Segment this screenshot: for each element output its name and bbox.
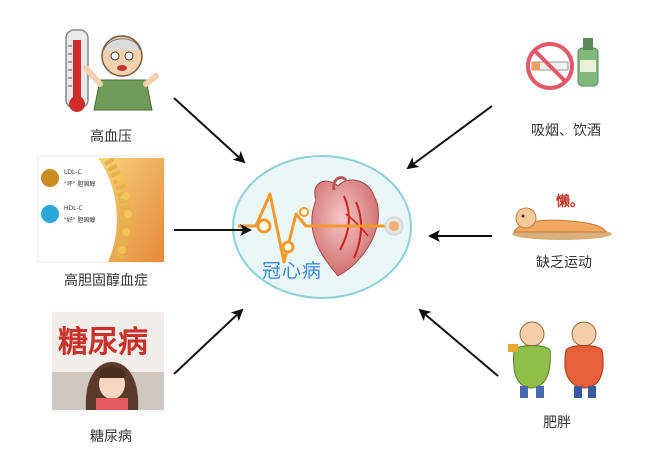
- arrow-diabetes: [173, 308, 244, 375]
- label-smoking-drinking: 吸烟、饮酒: [531, 123, 601, 139]
- lazy-image-text: 懒。: [556, 193, 584, 210]
- factor-high-cholesterol-image: LDL-C "坏" 胆固醇 HDL-C "好" 胆固醇: [37, 155, 165, 263]
- arrow-obesity: [418, 308, 499, 377]
- factor-smoking-drinking-image: [524, 34, 606, 96]
- woman-icon: [85, 362, 139, 410]
- label-obesity: 肥胖: [543, 415, 571, 431]
- center-node-coronary-heart-disease: [232, 155, 412, 299]
- factor-diabetes-image: 糖尿病: [52, 312, 164, 410]
- label-hypertension: 高血压: [90, 129, 132, 145]
- hdl-label: HDL-C: [64, 205, 83, 212]
- ldl-dot: [41, 169, 59, 187]
- diabetes-image-text: 糖尿病: [58, 325, 148, 360]
- obese-person-right-icon: [564, 321, 604, 398]
- arrow-smoking-drinking: [406, 105, 493, 170]
- stressed-man-icon: [83, 35, 159, 111]
- hdl-caption: "好" 胆固醇: [64, 216, 95, 224]
- hdl-dot: [41, 205, 59, 223]
- label-diabetes: 糖尿病: [90, 429, 132, 445]
- center-label: 冠心病: [262, 260, 323, 282]
- no-smoking-icon: [526, 42, 574, 90]
- lazy-person-icon: [512, 207, 612, 240]
- ldl-caption: "坏" 胆固醇: [64, 180, 95, 188]
- ldl-label: LDL-C: [64, 169, 82, 176]
- obese-person-left-icon: [508, 321, 551, 398]
- arrow-hypertension: [173, 97, 246, 164]
- label-lack-of-exercise: 缺乏运动: [536, 255, 592, 271]
- factor-lack-of-exercise-image: 懒。: [504, 186, 616, 242]
- factor-obesity-image: [506, 320, 608, 402]
- factor-hypertension-image: [58, 26, 160, 116]
- label-high-cholesterol: 高胆固醇血症: [64, 273, 148, 289]
- heart-illustration: [311, 176, 379, 277]
- ecg-line: [238, 192, 404, 264]
- arrows: [173, 97, 499, 377]
